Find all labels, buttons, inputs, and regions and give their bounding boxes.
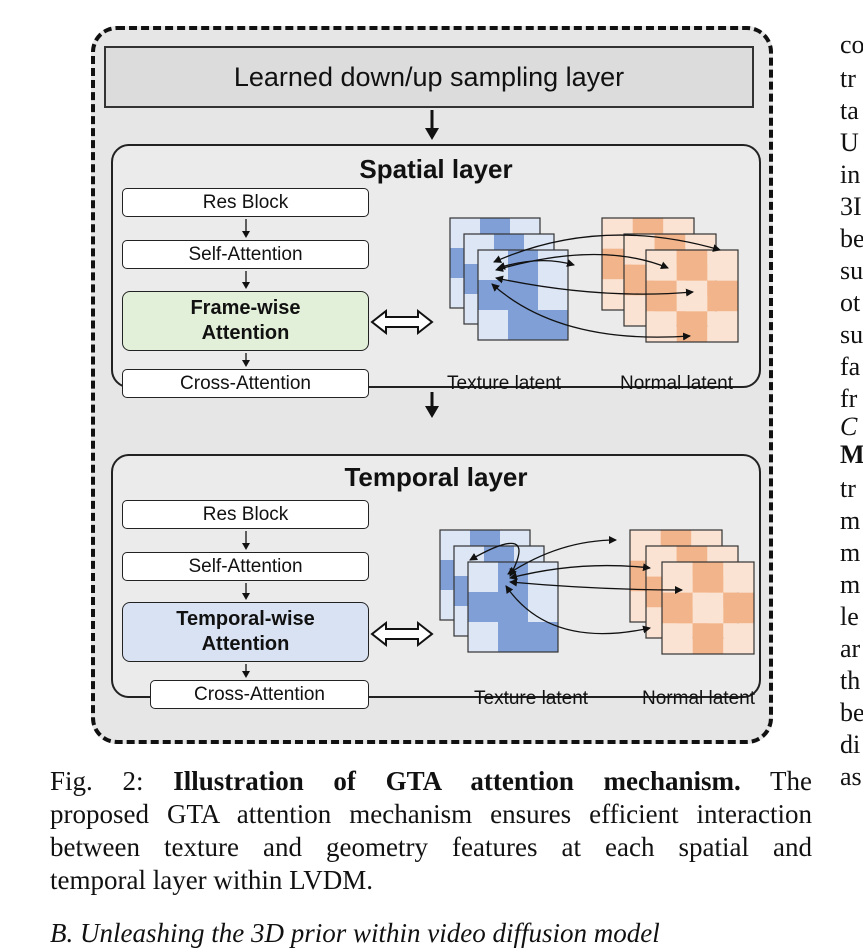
latent-cell (528, 622, 558, 652)
latent-cell (468, 622, 498, 652)
temporal-texture-latent (439, 529, 559, 653)
column-fragment: su (840, 256, 863, 285)
latent-cell (498, 622, 528, 652)
spatial-cross-attention: Cross-Attention (122, 369, 369, 398)
column-fragment: ot (840, 288, 861, 317)
spatial-normal-latent (601, 217, 739, 343)
latent-cell (538, 280, 568, 310)
latent-cell (723, 562, 754, 593)
latent-cell (707, 280, 738, 312)
column-fragment: di (840, 730, 861, 759)
frame-wise-attention: Frame-wise Attention (122, 291, 369, 351)
column-fragment: as (840, 762, 862, 791)
column-fragment: fr (840, 384, 858, 413)
caption-title: Illustration of GTA attention mechanism. (173, 766, 741, 796)
column-fragment: m (840, 538, 861, 567)
column-fragment: M (840, 440, 863, 469)
column-fragment: co (840, 30, 863, 59)
column-fragment: tr (840, 474, 856, 503)
latent-cell (478, 250, 508, 280)
latent-cell (662, 592, 693, 624)
latent-cell (508, 310, 538, 340)
sampling-layer-box: Learned down/up sampling layer (104, 46, 754, 108)
latent-cell (528, 592, 558, 622)
column-fragment: su (840, 320, 863, 349)
latent-cell (478, 310, 508, 340)
column-fragment: ar (840, 634, 861, 663)
caption-line-1: Fig. 2: Illustration of GTA attention me… (50, 766, 813, 796)
temporal-cross-attention: Cross-Attention (150, 680, 369, 709)
column-fragment: th (840, 666, 861, 695)
spatial-self-attention: Self-Attention (122, 240, 369, 269)
spatial-texture-latent (449, 217, 569, 341)
column-fragment: 3I (840, 192, 862, 221)
spatial-texture-latent-label: Texture latent (447, 373, 562, 394)
column-fragment: le (840, 602, 859, 631)
temporal-res-block: Res Block (122, 500, 369, 529)
latent-cell (468, 592, 498, 622)
temporal-layer-title: Temporal layer (344, 462, 528, 492)
latent-cell (676, 280, 708, 312)
caption-line-2: proposed GTA attention mechanism ensures… (50, 799, 812, 829)
column-fragment: be (840, 698, 863, 727)
latent-cell (528, 562, 558, 592)
column-fragment: m (840, 506, 861, 535)
sampling-layer-label: Learned down/up sampling layer (233, 61, 625, 92)
latent-cell (707, 250, 738, 281)
latent-cell (723, 592, 754, 624)
spatial-layer-title: Spatial layer (359, 154, 513, 184)
column-fragment: in (840, 160, 861, 189)
temporal-double-arrow (370, 620, 434, 648)
latent-frame (661, 561, 755, 655)
column-fragment: ta (840, 96, 859, 125)
spatial-attention-arrows (491, 234, 721, 341)
column-fragment: be (840, 224, 863, 253)
flow-arrow-top (425, 110, 439, 140)
latent-cell (692, 592, 724, 624)
column-fragment: m (840, 570, 861, 599)
column-fragment: tr (840, 64, 856, 93)
temporal-attention-arrows (469, 536, 683, 635)
flow-arrow-middle (425, 392, 439, 418)
column-fragment: fa (840, 352, 861, 381)
latent-cell (692, 623, 724, 654)
latent-cell (676, 250, 708, 281)
latent-cell (662, 623, 693, 654)
caption-line-4: temporal layer within LVDM. (50, 865, 373, 895)
latent-cell (498, 592, 528, 622)
spatial-double-arrow (370, 308, 434, 336)
caption-line-3: between texture and geometry features at… (50, 832, 812, 862)
figure-caption: Fig. 2: Illustration of GTA attention me… (50, 765, 812, 897)
latent-cell (538, 310, 568, 340)
spatial-block-arrows (242, 219, 250, 367)
column-fragment: C (840, 412, 858, 441)
spatial-normal-latent-label: Normal latent (620, 373, 733, 394)
latent-cell (692, 562, 724, 593)
latent-cell (538, 250, 568, 280)
latent-cell (662, 562, 693, 593)
temporal-normal-latent (629, 529, 755, 655)
temporal-block-arrows (242, 531, 250, 678)
latent-cell (646, 280, 677, 312)
latent-cell (723, 623, 754, 654)
latent-cell (707, 311, 738, 342)
temporal-normal-latent-label: Normal latent (642, 688, 755, 709)
temporal-wise-attention: Temporal-wise Attention (122, 602, 369, 662)
temporal-self-attention: Self-Attention (122, 552, 369, 581)
temporal-texture-latent-label: Texture latent (474, 688, 589, 709)
latent-cell (676, 311, 708, 342)
column-fragment: U (840, 128, 859, 157)
spatial-res-block: Res Block (122, 188, 369, 217)
next-section-heading: B. Unleashing the 3D prior within video … (50, 918, 660, 948)
latent-cell (468, 562, 498, 592)
